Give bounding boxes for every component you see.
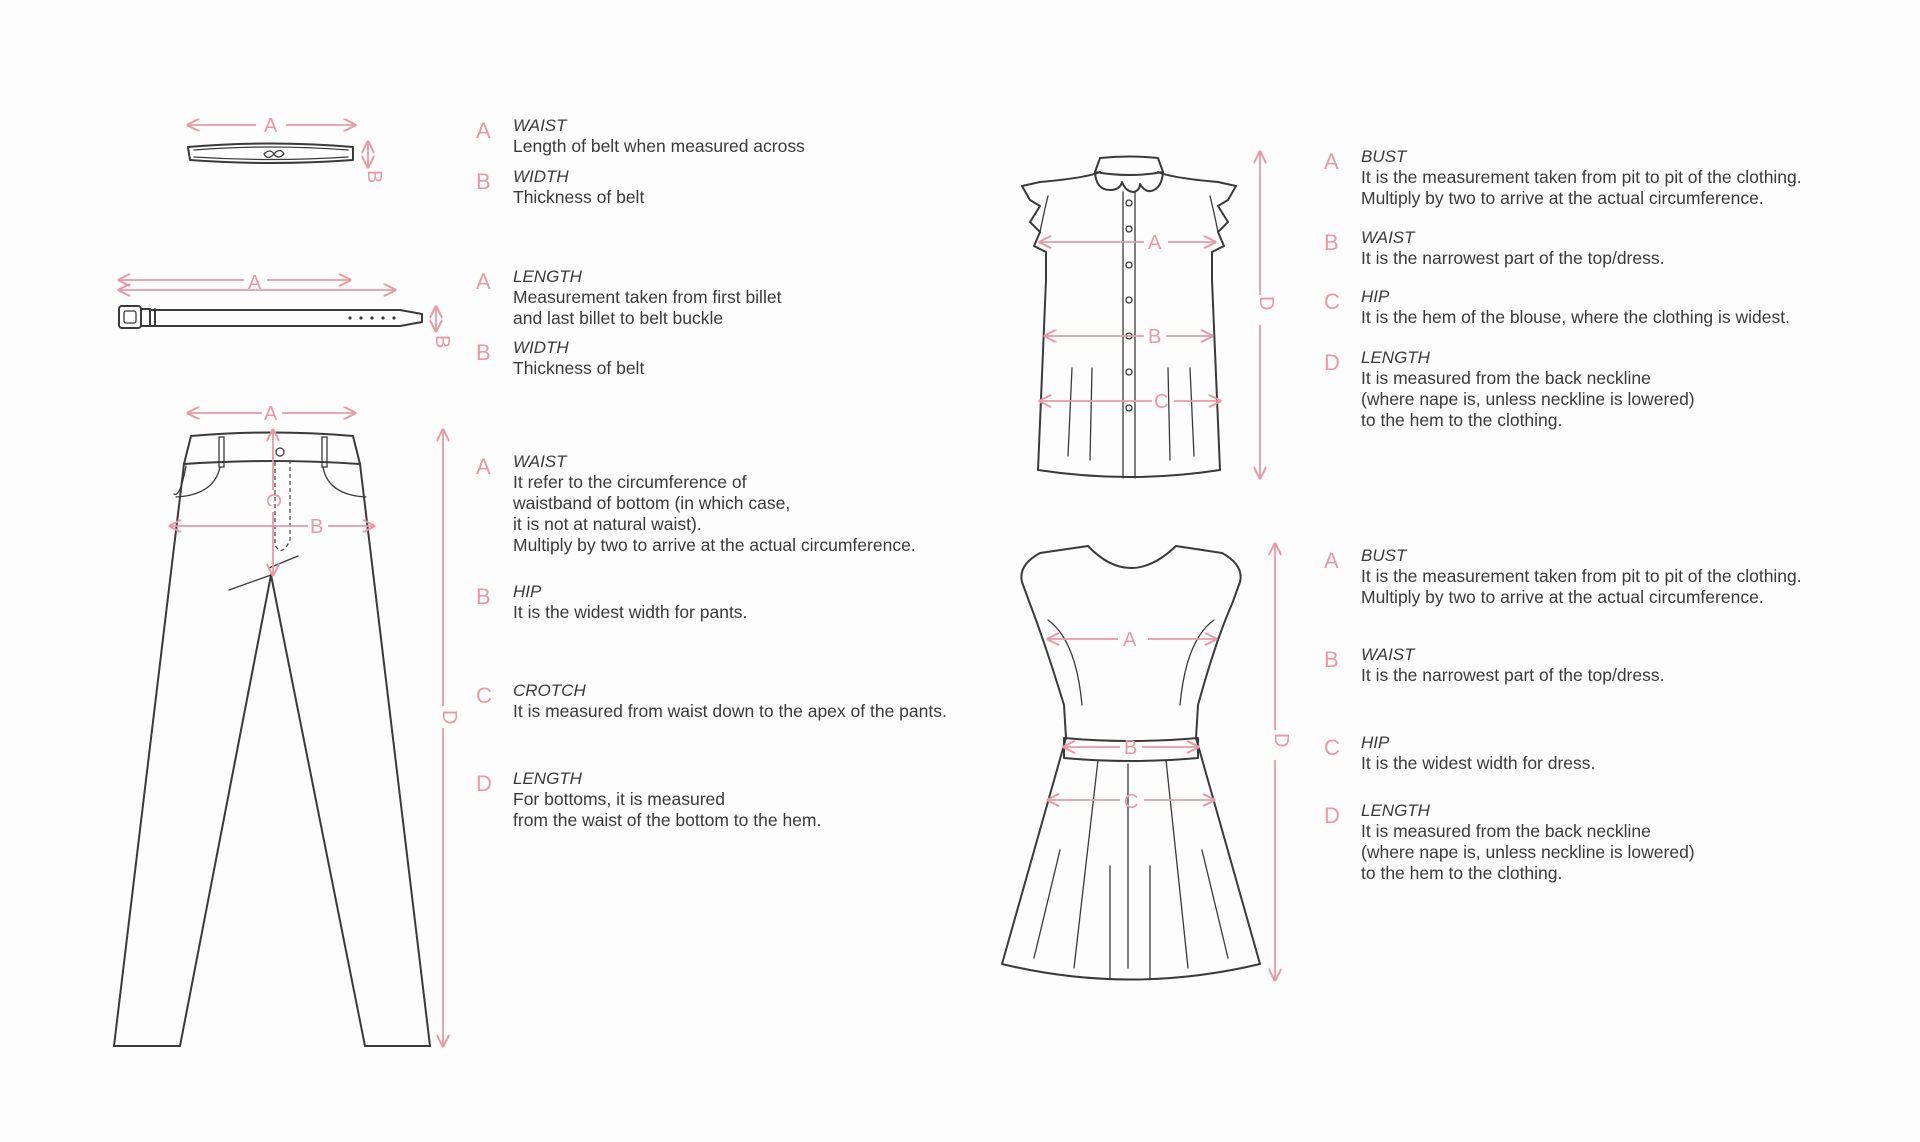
legend-title: LENGTH (1361, 801, 1430, 820)
legend-desc: It is the widest width for pants. (513, 602, 748, 622)
legend-desc: Thickness of belt (513, 358, 645, 378)
dress-label-a: A (1123, 629, 1137, 651)
legend-letter: B (1324, 230, 1339, 255)
belt-2-illustration: A B (119, 272, 453, 348)
legend-desc: Measurement taken from first billet and … (513, 287, 782, 328)
blouse-label-d: D (1255, 296, 1277, 310)
legend-desc: It is the hem of the blouse, where the c… (1361, 307, 1790, 327)
legend-letter: D (476, 771, 492, 796)
legend-letter: A (1324, 548, 1339, 573)
legend-title: WAIST (513, 452, 567, 471)
legend-letter: B (476, 584, 491, 609)
legend-letter: C (1324, 735, 1340, 760)
legend-letter: A (476, 454, 491, 479)
dress-label-c: C (1124, 791, 1138, 813)
legend-desc: It is measured from the back neckline (w… (1361, 821, 1695, 883)
legend-letter: C (1324, 289, 1340, 314)
legend-title: LENGTH (513, 769, 582, 788)
belt2-label-a: A (248, 272, 262, 294)
dress-label-b: B (1124, 737, 1137, 759)
pants-illustration: A B C D (113, 403, 460, 1046)
pants-label-a: A (264, 403, 278, 425)
legend-title: WIDTH (513, 338, 569, 357)
belt-1-illustration: A B (188, 115, 385, 183)
legend-desc: It is the narrowest part of the top/dres… (1361, 248, 1665, 268)
legend-title: WAIST (1361, 228, 1415, 247)
belt1-label-a: A (264, 115, 278, 137)
blouse-label-b: B (1148, 326, 1161, 348)
pants-label-c: C (262, 493, 284, 507)
belt2-label-b: B (431, 335, 453, 348)
legend-letter: D (1324, 350, 1340, 375)
legend-title: LENGTH (513, 267, 582, 286)
legend-desc: It refer to the circumference of waistba… (513, 472, 916, 555)
legend-desc: It is measured from the back neckline (w… (1361, 368, 1695, 430)
pants-label-d: D (438, 710, 460, 724)
legend-title: CROTCH (513, 681, 586, 700)
legend-title: LENGTH (1361, 348, 1430, 367)
blouse-label-c: C (1154, 391, 1168, 413)
legend-letter: B (476, 169, 491, 194)
legend-letter: A (476, 269, 491, 294)
legend-title: WAIST (1361, 645, 1415, 664)
legend-letter: B (476, 340, 491, 365)
legend-letter: A (1324, 149, 1339, 174)
legend-desc: It is the measurement taken from pit to … (1361, 566, 1802, 607)
blouse-illustration: A B C D (1021, 152, 1277, 478)
legend-title: BUST (1361, 546, 1407, 565)
legend-desc: It is measured from waist down to the ap… (513, 701, 947, 721)
pants-label-b: B (310, 516, 323, 538)
legend-letter: C (476, 683, 492, 708)
dress-label-d: D (1270, 733, 1292, 747)
belt1-label-b: B (363, 170, 385, 183)
legend-letter: A (476, 118, 491, 143)
legend-title: HIP (1361, 287, 1390, 306)
legend-title: WAIST (513, 116, 567, 135)
legend-desc: It is the narrowest part of the top/dres… (1361, 665, 1665, 685)
legend-title: WIDTH (513, 167, 569, 186)
legend-title: BUST (1361, 147, 1407, 166)
legend-desc: It is the measurement taken from pit to … (1361, 167, 1802, 208)
dress-illustration: A B C D (1001, 544, 1292, 980)
legend-letter: D (1324, 803, 1340, 828)
legend-letter: B (1324, 647, 1339, 672)
blouse-label-a: A (1148, 232, 1162, 254)
legend-desc: It is the widest width for dress. (1361, 753, 1596, 773)
legend-desc: Thickness of belt (513, 187, 645, 207)
legend-desc: For bottoms, it is measured from the wai… (513, 789, 822, 830)
legend-desc: Length of belt when measured across (513, 136, 805, 156)
legend-title: HIP (513, 582, 542, 601)
legend-title: HIP (1361, 733, 1390, 752)
